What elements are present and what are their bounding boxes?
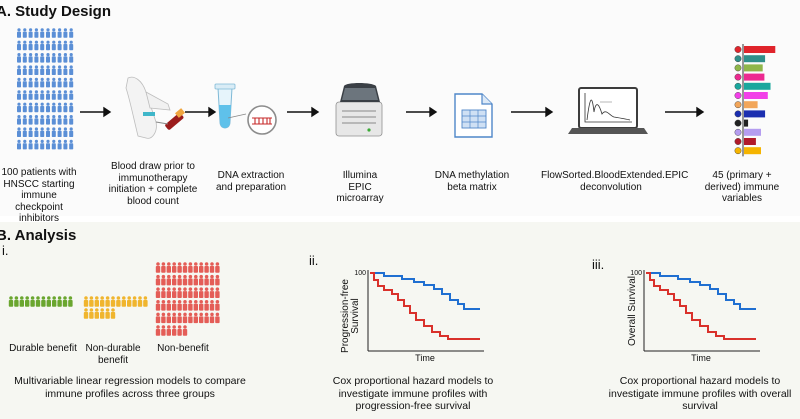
- dna-tube-icon: [214, 83, 277, 135]
- pfs-high-curve: [370, 272, 480, 310]
- group-non-durable-label: Non-durable benefit: [85, 343, 141, 366]
- immune-variable-bar: [744, 55, 766, 63]
- step-dna-extraction-label: DNA extraction and preparation: [215, 170, 287, 193]
- immune-cell-marker: [734, 138, 742, 145]
- immune-variable-bar: [744, 46, 776, 53]
- arrow-6: [665, 106, 705, 118]
- study-design-title: A. Study Design: [0, 3, 112, 20]
- immune-cell-marker: [734, 92, 742, 99]
- os-xlabel: Time: [691, 353, 711, 363]
- immune-variable-bar: [744, 119, 749, 127]
- panel-analysis: [0, 222, 800, 419]
- immune-cell-marker: [734, 101, 742, 109]
- subpanel-ii-numeral: ii.: [309, 253, 319, 268]
- arrow-3: [287, 106, 320, 118]
- step-microarray-label: Illumina EPIC microarray: [336, 170, 384, 204]
- step-immune-variables-label: 45 (primary + derived) immune variables: [704, 170, 780, 204]
- pfs-ytick-100: 100: [354, 270, 366, 277]
- immune-cell-marker: [734, 128, 742, 136]
- os-ylabel: Overall Survival: [627, 275, 638, 347]
- immune-cell-marker: [734, 46, 742, 53]
- caption-regression: Multivariable linear regression models t…: [14, 375, 246, 400]
- immune-cell-marker: [734, 55, 742, 63]
- immune-variable-bar: [744, 138, 756, 145]
- immune-bar-chart-icon: [734, 44, 776, 157]
- people-grid-icon: [17, 28, 74, 150]
- analysis-title: B. Analysis: [0, 227, 77, 244]
- immune-cell-marker: [734, 119, 742, 127]
- group-non-benefit-label: Non-benefit: [157, 343, 209, 354]
- pfs-ylabel: Progression-free Survival: [340, 279, 361, 353]
- laptop-plot-icon: [568, 87, 648, 134]
- immune-variable-bar: [744, 147, 761, 155]
- step-blood-draw-label: Blood draw prior to immunotherapy initia…: [108, 161, 198, 207]
- immune-cell-marker: [734, 110, 742, 118]
- caption-cox-os: Cox proportional hazard models to invest…: [608, 375, 792, 412]
- arrow-2: [185, 106, 217, 118]
- spreadsheet-document-icon: [454, 93, 493, 138]
- immune-cell-marker: [734, 73, 742, 81]
- microarray-scanner-icon: [335, 83, 383, 137]
- subpanel-iii-numeral: iii.: [592, 257, 605, 272]
- immune-variable-bar: [744, 82, 771, 90]
- pfs-xlabel: Time: [415, 353, 435, 363]
- immune-cell-marker: [734, 147, 742, 155]
- immune-variable-bar: [744, 101, 758, 109]
- patient-group-figures: [8, 262, 220, 336]
- pfs-km-plot: [367, 270, 484, 352]
- pfs-low-curve: [370, 272, 480, 340]
- immune-variable-bar: [744, 92, 768, 99]
- step-beta-matrix-label: DNA methylation beta matrix: [434, 170, 510, 193]
- arrow-4: [406, 106, 438, 118]
- os-high-curve: [646, 272, 756, 310]
- immune-cell-marker: [734, 64, 742, 72]
- flow-arrows: [80, 106, 705, 118]
- group-durable-label: Durable benefit: [9, 343, 77, 354]
- immune-variable-bar: [744, 128, 761, 136]
- os-low-curve: [646, 272, 756, 340]
- blood-draw-arm-icon: [125, 76, 185, 139]
- arrow-1: [80, 106, 112, 118]
- os-ytick-100: 100: [630, 270, 642, 277]
- os-km-plot: [643, 270, 760, 352]
- caption-cox-pfs: Cox proportional hazard models to invest…: [332, 375, 494, 412]
- arrow-5: [511, 106, 554, 118]
- step-patients-label: 100 patients with HNSCC starting immune …: [1, 167, 77, 224]
- immune-variable-bar: [744, 110, 766, 118]
- subpanel-i-numeral: i.: [2, 243, 9, 258]
- immune-variable-bar: [744, 64, 763, 72]
- step-deconvolution-label: FlowSorted.BloodExtended.EPIC deconvolut…: [541, 170, 689, 193]
- immune-variable-bar: [744, 73, 765, 81]
- immune-cell-marker: [734, 82, 742, 90]
